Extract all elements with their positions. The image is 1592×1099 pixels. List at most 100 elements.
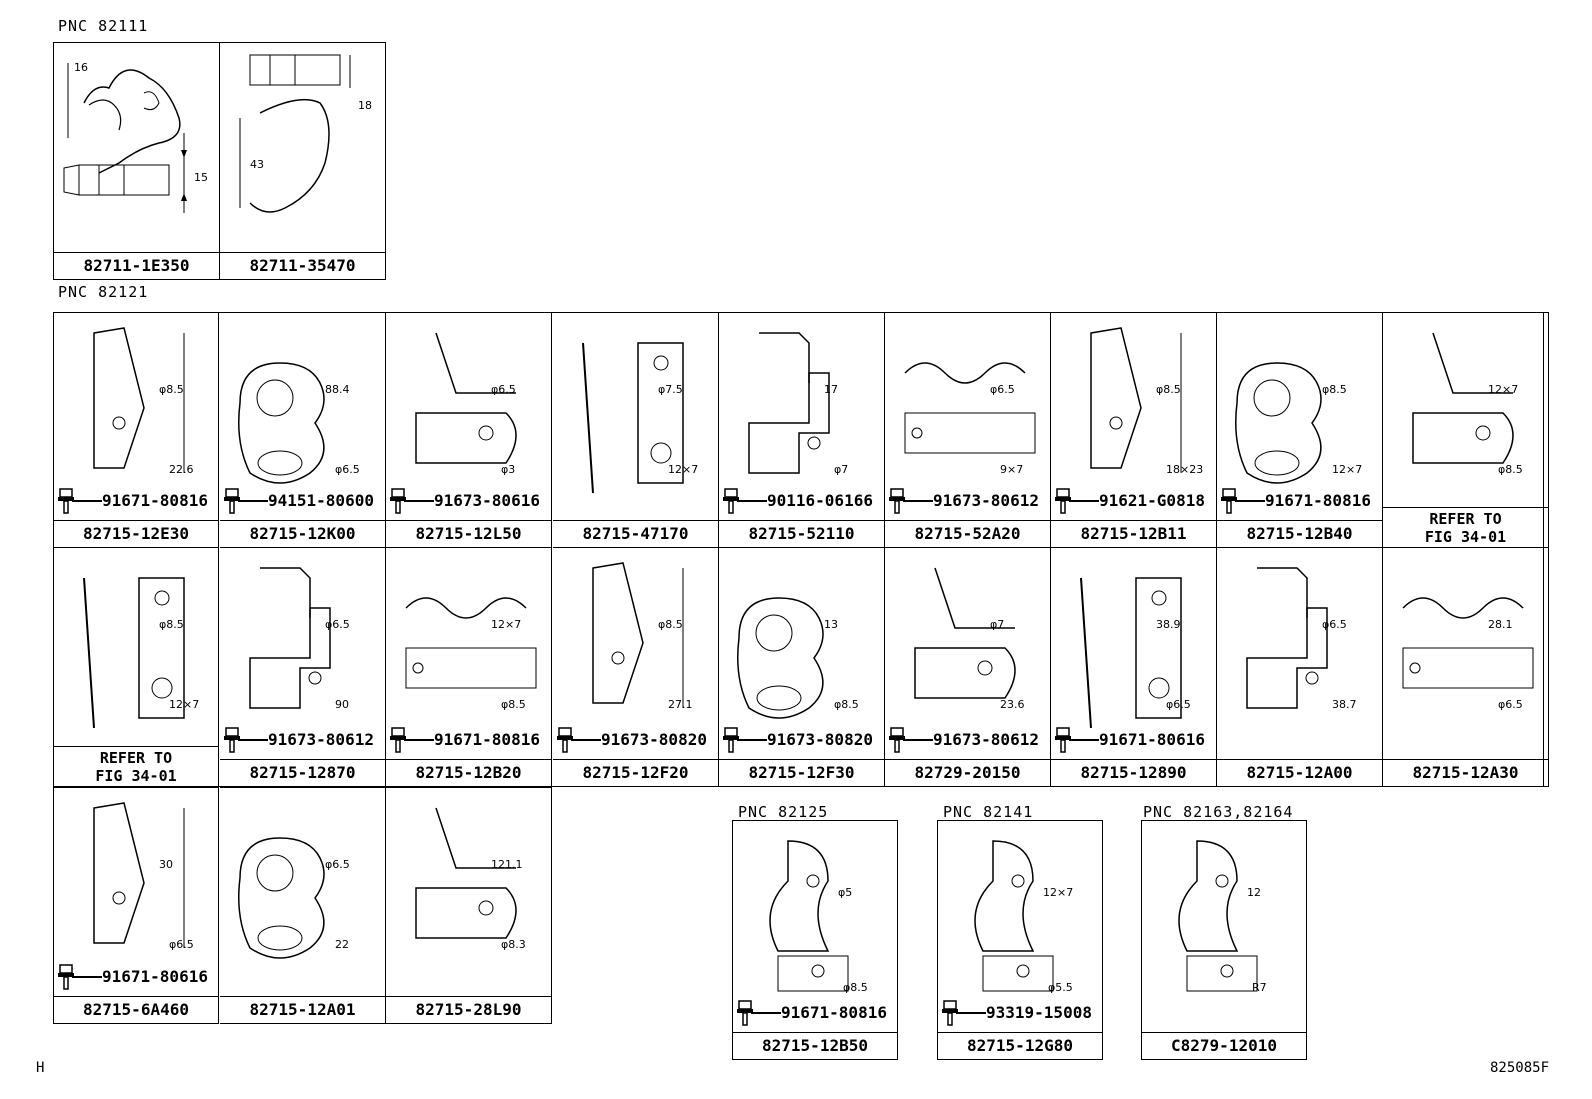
part-number: C8279-12010 — [1142, 1032, 1306, 1059]
bolt-number: 91673-80612 — [933, 729, 1039, 749]
part-number: 82715-12K00 — [220, 520, 385, 547]
bracket-drawing — [405, 597, 537, 689]
part-cell: φ6.5 38.7 82715-12A00 — [1217, 548, 1383, 787]
part-number: 82729-20150 — [885, 759, 1050, 786]
bolt-number: 91621-G0818 — [1099, 490, 1205, 510]
dim-label: 38.9 — [1156, 618, 1181, 631]
dim-label: 28.1 — [1488, 618, 1513, 631]
part-number: 82715-52110 — [719, 520, 884, 547]
bolt-icon — [1055, 727, 1099, 753]
dim-label: 9×7 — [1000, 463, 1024, 476]
dim-label: φ8.5 — [1498, 463, 1523, 476]
bolt-icon — [889, 488, 933, 514]
bracket-drawing — [592, 562, 684, 708]
dim-label: 23.6 — [1000, 698, 1025, 711]
bolt-part-number: 91671-80816 — [390, 724, 540, 754]
dim-label: 12 — [1247, 886, 1261, 899]
dim-label: φ8.5 — [834, 698, 859, 711]
bracket-drawing — [1402, 597, 1534, 689]
dim-label: φ3 — [501, 463, 516, 476]
dim-label: 27.1 — [668, 698, 693, 711]
bolt-icon — [889, 727, 933, 753]
bolt-number: 91671-80816 — [1265, 490, 1371, 510]
part-number: 82715-6A460 — [54, 996, 218, 1023]
part-number: 82715-12A00 — [1217, 759, 1382, 786]
bracket-drawing — [83, 577, 185, 729]
bolt-part-number: 91673-80612 — [889, 724, 1039, 754]
dim-label: 12×7 — [1043, 886, 1074, 899]
bolt-number: 91671-80616 — [1099, 729, 1205, 749]
bolt-part-number: 91671-80816 — [1221, 485, 1371, 515]
bracket-drawing — [249, 567, 331, 709]
dim-label: 43 — [250, 158, 264, 171]
bracket-drawing — [1080, 577, 1182, 729]
dim-label: φ7 — [834, 463, 849, 476]
dim-label: 12×7 — [668, 463, 699, 476]
bracket-drawing — [582, 342, 684, 494]
part-number: 82715-12A30 — [1383, 759, 1548, 786]
bracket-drawing — [1090, 327, 1182, 473]
part-number: 82715-12L50 — [386, 520, 551, 547]
part-number: 82715-12B20 — [386, 759, 551, 786]
bolt-part-number: 91621-G0818 — [1055, 485, 1205, 515]
bolt-icon — [1221, 488, 1265, 514]
bolt-part-number: 91673-80612 — [224, 724, 374, 754]
bolt-icon — [224, 727, 268, 753]
dim-label: φ6.5 — [1322, 618, 1347, 631]
dim-label: 18×23 — [1166, 463, 1204, 476]
dim-label: 16 — [74, 61, 88, 74]
bolt-number: 91671-80616 — [102, 966, 208, 986]
bolt-icon — [723, 727, 767, 753]
part-number: 82715-12F30 — [719, 759, 884, 786]
dim-label: φ8.5 — [1322, 383, 1347, 396]
bolt-number: 91671-80816 — [781, 1002, 887, 1022]
bolt-number: 94151-80600 — [268, 490, 374, 510]
part-cell-82711-35470: 18 43 82711-35470 — [220, 42, 386, 280]
dim-label: R7 — [1252, 981, 1267, 994]
bolt-part-number: 91671-80816 — [58, 485, 208, 515]
bolt-icon — [1055, 488, 1099, 514]
part-cell: φ7 23.6 91673-80612 82729-20150 — [885, 548, 1051, 787]
part-number: 82715-12870 — [220, 759, 385, 786]
bolt-icon — [737, 1000, 781, 1026]
dim-label: 17 — [824, 383, 838, 396]
dim-label: φ6.5 — [335, 463, 360, 476]
dim-label: φ7 — [990, 618, 1005, 631]
group-label-pnc-82125: PNC 82125 — [738, 803, 829, 821]
bracket-drawing — [1178, 840, 1258, 992]
bolt-number: 91673-80820 — [767, 729, 873, 749]
dim-label: φ6.5 — [1166, 698, 1191, 711]
part-number: 82715-47170 — [553, 520, 718, 547]
clip-drawing — [63, 63, 187, 213]
dim-label: φ5 — [838, 886, 853, 899]
bolt-icon — [942, 1000, 986, 1026]
dim-label: 12×7 — [491, 618, 522, 631]
dim-label: φ8.5 — [501, 698, 526, 711]
part-number: 82711-1E350 — [54, 252, 219, 279]
bracket-drawing — [769, 840, 849, 992]
dim-label: 30 — [159, 858, 173, 871]
bolt-number: 91673-80820 — [601, 729, 707, 749]
bolt-part-number: 91673-80616 — [390, 485, 540, 515]
part-number: 82715-12F20 — [553, 759, 718, 786]
dim-label: 121.1 — [491, 858, 523, 871]
dim-label: 12×7 — [1332, 463, 1363, 476]
illustration-number: 825085F — [1490, 1060, 1550, 1076]
dim-label: φ8.5 — [159, 383, 184, 396]
dim-label: 12×7 — [169, 698, 200, 711]
part-number: 82711-35470 — [220, 252, 385, 279]
part-number: 82715-12A01 — [220, 996, 385, 1023]
dim-label: 38.7 — [1332, 698, 1357, 711]
part-number: 82715-12G80 — [938, 1032, 1102, 1059]
